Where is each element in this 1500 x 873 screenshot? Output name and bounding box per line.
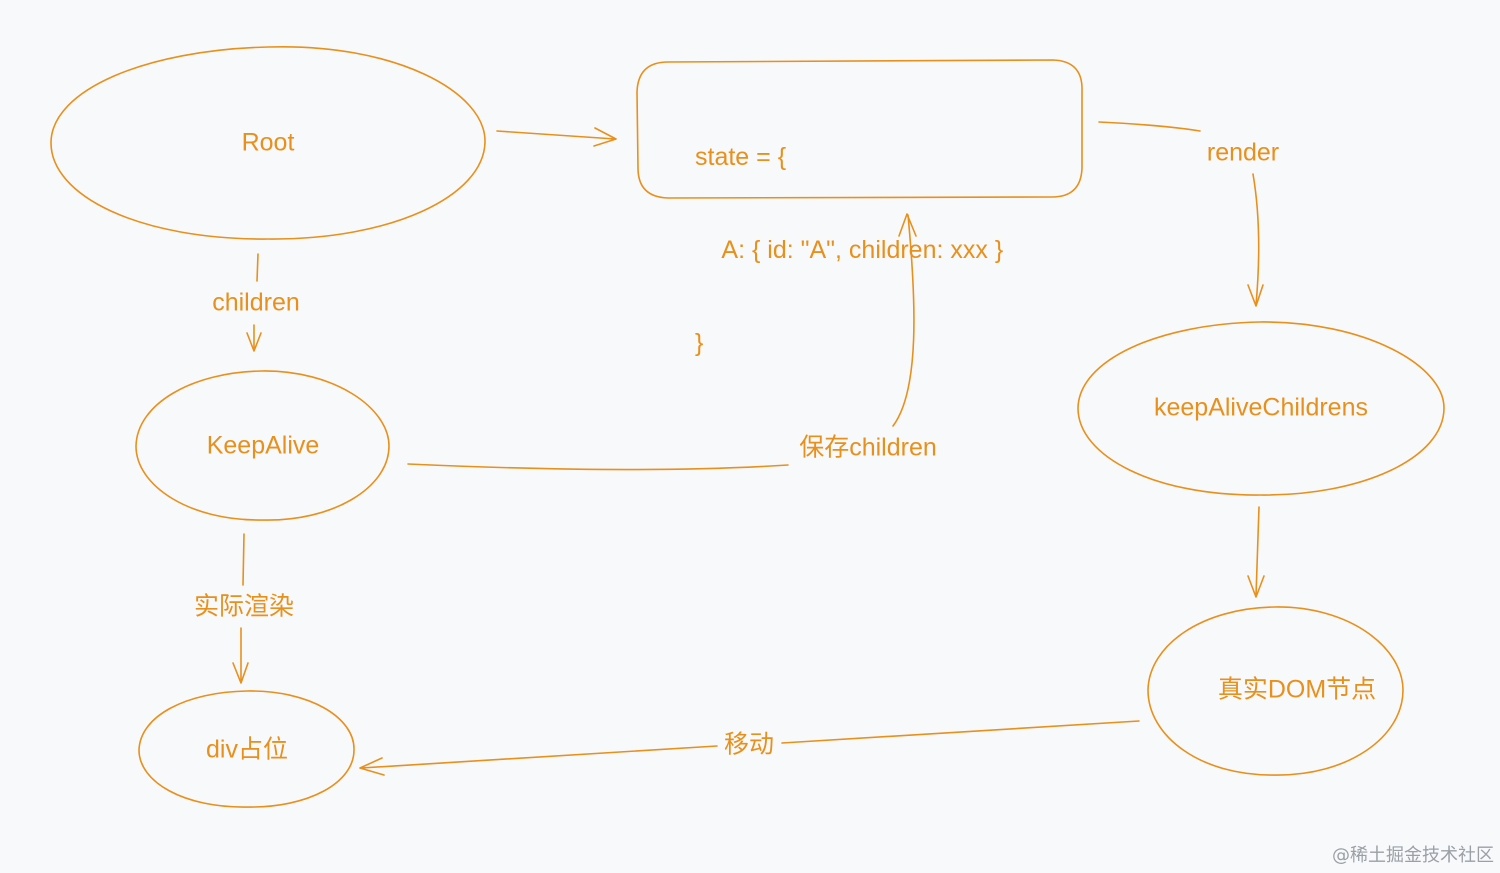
arrowhead-dom-to-div (359, 757, 385, 776)
edge-label-actual-render: 实际渲染 (193, 592, 295, 621)
edge-dom-to-div-left (360, 745, 718, 769)
arrowhead-root-to-state (593, 127, 617, 147)
edge-root-to-state (496, 130, 616, 140)
edge-label-children: children (212, 288, 300, 317)
edge-label-save-children: 保存children (799, 433, 937, 462)
arrowhead-childrens-to-dom (1247, 575, 1265, 598)
root-ellipse (50, 46, 486, 240)
state-line-3: } (695, 329, 704, 357)
node-real-dom-label: 真实DOM节点 (1217, 675, 1377, 704)
watermark-text: @稀土掘金技术社区 (1332, 845, 1494, 866)
node-keepalive-childrens-label: keepAliveChildrens (1153, 393, 1369, 422)
state-box (636, 59, 1083, 199)
arrowhead-root-to-keepalive (246, 332, 262, 352)
node-root-label: Root (241, 128, 295, 157)
keepalive-ellipse (135, 370, 390, 521)
edge-keepalive-to-state-horizontal (407, 463, 789, 471)
edge-root-to-keepalive-top (256, 253, 259, 282)
div-placeholder-ellipse (138, 690, 355, 808)
node-div-placeholder-label: div占位 (206, 735, 288, 764)
edge-dom-to-div-right (781, 720, 1140, 744)
node-keepalive-label: KeepAlive (206, 431, 320, 460)
edge-label-render: render (1206, 138, 1280, 167)
state-line-2: A: { id: "A", children: xxx } (695, 236, 1004, 264)
real-dom-ellipse (1147, 606, 1404, 776)
edge-childrens-to-dom (1255, 506, 1260, 597)
state-box-code: state = { A: { id: "A", children: xxx } … (695, 80, 1003, 421)
keepalive-childrens-ellipse (1077, 321, 1445, 496)
arrowhead-state-to-childrens (1247, 284, 1264, 307)
edge-keepalive-to-div-top (242, 533, 245, 586)
edge-state-to-childrens-down (1252, 173, 1260, 306)
edge-keepalive-to-state-vertical (892, 214, 915, 427)
edge-state-to-childrens-top (1098, 121, 1201, 132)
edge-label-move: 移动 (723, 730, 775, 759)
arrowhead-keepalive-to-div (232, 662, 249, 684)
arrowhead-keepalive-to-state (898, 213, 917, 237)
state-line-1: state = { (695, 143, 787, 171)
